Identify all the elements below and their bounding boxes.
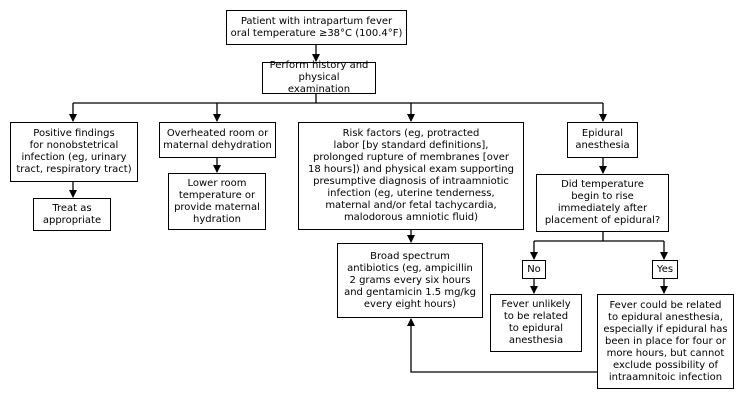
node-yes-text: Yes	[656, 263, 674, 275]
node-yes: Yes	[652, 260, 678, 279]
node-antibiotics-text: Broad spectrum antibiotics (eg, ampicill…	[344, 250, 476, 310]
node-positive-findings-text: Positive findings for nonobstetrical inf…	[16, 128, 132, 175]
node-no: No	[522, 260, 546, 279]
node-lower-room-text: Lower room temperature or provide matern…	[174, 177, 260, 225]
node-fever-unlikely: Fever unlikely to be related to epidural…	[490, 294, 582, 352]
node-fever-unlikely-text: Fever unlikely to be related to epidural…	[501, 299, 571, 346]
node-epidural: Epidural anesthesia	[567, 122, 638, 158]
node-fever-could-be-related: Fever could be related to epidural anest…	[597, 294, 734, 389]
node-history-exam-text: Perform history and physical examination	[269, 60, 369, 95]
node-intrapartum-fever-text: Patient with intrapartum fever oral temp…	[230, 15, 403, 39]
node-treat: Treat as appropriate	[33, 198, 111, 231]
node-temperature-question-text: Did temperature begin to rise immediatel…	[544, 179, 661, 226]
node-risk-factors-text: Risk factors (eg, protracted labor [by s…	[308, 128, 514, 223]
node-overheated-text: Overheated room or maternal dehydration	[163, 128, 272, 151]
node-temperature-question: Did temperature begin to rise immediatel…	[536, 174, 669, 232]
node-intrapartum-fever: Patient with intrapartum fever oral temp…	[226, 10, 407, 45]
node-no-text: No	[527, 263, 541, 275]
node-fever-could-be-related-text: Fever could be related to epidural anest…	[603, 299, 728, 383]
node-treat-text: Treat as appropriate	[42, 202, 102, 226]
node-positive-findings: Positive findings for nonobstetrical inf…	[10, 122, 138, 182]
node-epidural-text: Epidural anesthesia	[575, 128, 630, 151]
node-antibiotics: Broad spectrum antibiotics (eg, ampicill…	[337, 243, 483, 318]
node-overheated: Overheated room or maternal dehydration	[159, 122, 276, 158]
node-risk-factors: Risk factors (eg, protracted labor [by s…	[298, 122, 524, 230]
node-history-exam: Perform history and physical examination	[262, 60, 376, 95]
node-lower-room: Lower room temperature or provide matern…	[168, 173, 266, 230]
